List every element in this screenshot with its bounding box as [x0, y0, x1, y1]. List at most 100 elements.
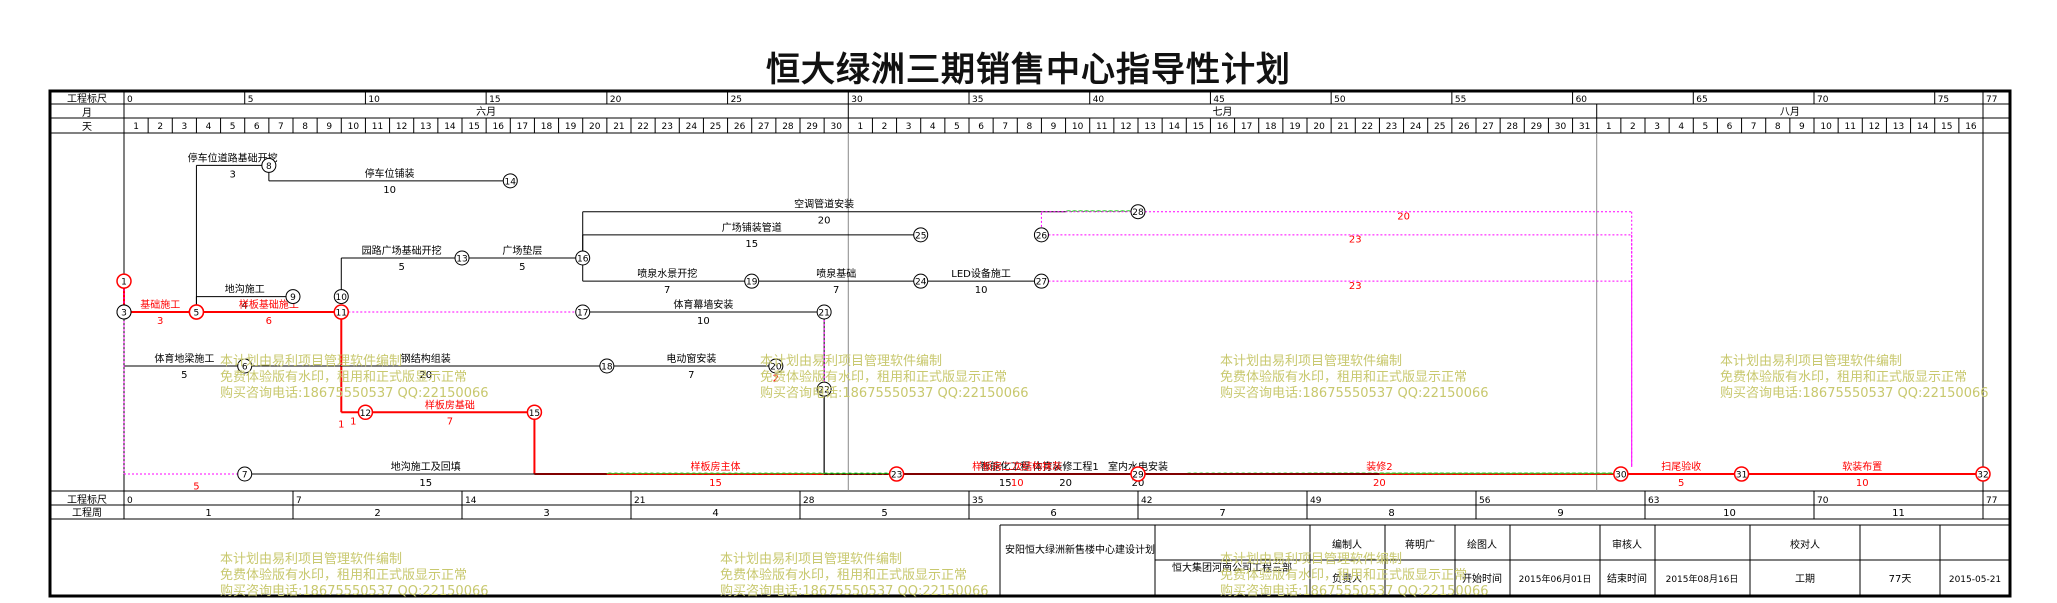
day-label: 24 — [1410, 122, 1422, 132]
event-node — [1033, 227, 1049, 243]
day-label: 4 — [930, 122, 936, 132]
day-label: 4 — [206, 122, 212, 132]
scale-bottom-label: 63 — [1648, 496, 1659, 506]
page-title: 恒大绿洲三期销售中心指导性计划 — [766, 50, 1291, 90]
day-label: 8 — [302, 122, 308, 132]
activity-name: 体育装修工程1 — [1032, 460, 1098, 473]
event-node — [816, 381, 832, 397]
activity-name: 样板房主体 — [691, 460, 741, 473]
activity-duration: 20 — [1059, 478, 1072, 489]
event-node — [526, 404, 543, 421]
week-label: 9 — [1557, 508, 1563, 519]
watermark-line-3: 购买咨询电话:18675550537 QQ:22150066 — [220, 583, 489, 599]
event-node — [575, 304, 591, 320]
event-node-label: 17 — [577, 309, 588, 319]
activity-name: 钢结构组装 — [401, 352, 451, 365]
watermark-line-3: 购买咨询电话:18675550537 QQ:22150066 — [720, 583, 989, 599]
day-label: 20 — [589, 122, 601, 132]
week-label: 5 — [881, 508, 887, 519]
activity-duration: 15 — [709, 478, 722, 489]
day-label: 2 — [882, 122, 888, 132]
event-node — [188, 304, 205, 320]
footer-start: 2015年06月01日 — [1519, 573, 1592, 585]
event-node — [285, 289, 301, 305]
activity-name: 体育地梁施工 — [154, 352, 214, 365]
activity-name: 地沟施工 — [225, 283, 265, 296]
scale-bottom-label: 49 — [1310, 496, 1322, 506]
day-label: 25 — [1434, 122, 1445, 132]
event-node — [1975, 466, 1991, 482]
event-node-label: 5 — [194, 309, 200, 319]
event-node — [744, 273, 760, 289]
activity-duration: 3 — [157, 316, 163, 327]
watermark-line-3: 购买咨询电话:18675550537 QQ:22150066 — [220, 385, 489, 401]
event-node-label: 3 — [121, 309, 127, 319]
event-node-label: 24 — [915, 278, 927, 288]
event-node — [913, 227, 929, 243]
day-label: 22 — [1362, 122, 1373, 132]
week-label: 6 — [1050, 508, 1056, 519]
activity-duration: 20 — [1373, 478, 1386, 489]
footer-drawer-label: 绘图人 — [1467, 538, 1497, 551]
activity-duration: 20 — [818, 216, 831, 227]
week-label: 7 — [1219, 508, 1225, 519]
float-label: 5 — [193, 481, 199, 492]
day-label: 7 — [278, 122, 284, 132]
row-label-week: 工程周 — [72, 507, 102, 519]
footer-leader-label: 负责人 — [1332, 572, 1362, 585]
watermark-line-1: 本计划由易利项目管理软件编制 — [220, 552, 402, 567]
day-label: 19 — [565, 122, 577, 132]
watermark-line-1: 本计划由易利项目管理软件编制 — [720, 552, 902, 567]
watermark-line-2: 免费体验版有水印，租用和正式版显示正常 — [1220, 369, 1467, 385]
watermark-line-2: 免费体验版有水印，租用和正式版显示正常 — [220, 369, 467, 385]
activity-duration: 10 — [975, 285, 988, 296]
day-label: 6 — [1727, 122, 1733, 132]
watermark-line-3: 购买咨询电话:18675550537 QQ:22150066 — [760, 385, 1029, 401]
day-label: 18 — [1265, 122, 1277, 132]
activity-duration: 5 — [1678, 478, 1684, 489]
scale-bottom-label: 7 — [296, 496, 302, 506]
activity-name: 空调管道安装 — [794, 198, 854, 211]
activity-name: 广场垫层 — [502, 244, 542, 257]
day-label: 12 — [396, 122, 407, 132]
event-node-label: 26 — [1036, 231, 1048, 241]
event-node-label: 12 — [360, 409, 371, 419]
float-wave — [606, 472, 896, 475]
activity-name: 软装布置 — [1842, 460, 1882, 473]
activity-name: 基础施工 — [140, 298, 180, 311]
day-label: 7 — [1002, 122, 1008, 132]
activity-name: 停车位铺装 — [365, 167, 415, 180]
footer-company: 恒大集团河南公司工程三部 — [1172, 561, 1292, 574]
scale-top-label: 10 — [368, 95, 380, 105]
event-node — [261, 157, 277, 173]
day-label: 29 — [806, 122, 818, 132]
watermark-line-1: 本计划由易利项目管理软件编制 — [220, 354, 402, 369]
scale-top-label: 45 — [1213, 95, 1224, 105]
event-node-label: 15 — [529, 409, 540, 419]
event-node — [237, 358, 253, 374]
activity-duration: 20 — [419, 370, 432, 381]
watermark-line-1: 本计划由易利项目管理软件编制 — [1220, 552, 1402, 567]
day-label: 8 — [1775, 122, 1781, 132]
activity-duration: 7 — [447, 416, 453, 427]
month-label: 八月 — [1780, 106, 1800, 118]
activity-name: 样板基础施工 — [239, 298, 299, 311]
watermark-line-3: 购买咨询电话:18675550537 QQ:22150066 — [1720, 385, 1989, 401]
day-label: 10 — [348, 122, 360, 132]
day-label: 8 — [1026, 122, 1032, 132]
event-node-label: 29 — [1132, 471, 1144, 481]
week-label: 3 — [543, 508, 549, 519]
activity-name: 喷泉水景开挖 — [637, 267, 697, 280]
event-node-label: 28 — [1132, 208, 1144, 218]
scale-bottom-label: 21 — [634, 496, 645, 506]
event-node-label: 19 — [746, 278, 758, 288]
week-label: 10 — [1723, 508, 1736, 519]
event-node-label: 23 — [891, 471, 902, 481]
activity-duration: 7 — [664, 285, 670, 296]
day-label: 2 — [1630, 122, 1636, 132]
day-label: 12 — [1869, 122, 1880, 132]
day-label: 16 — [1965, 122, 1977, 132]
watermark-line-2: 免费体验版有水印，租用和正式版显示正常 — [720, 567, 967, 583]
day-label: 21 — [1337, 122, 1348, 132]
float-wave — [1065, 210, 1132, 213]
